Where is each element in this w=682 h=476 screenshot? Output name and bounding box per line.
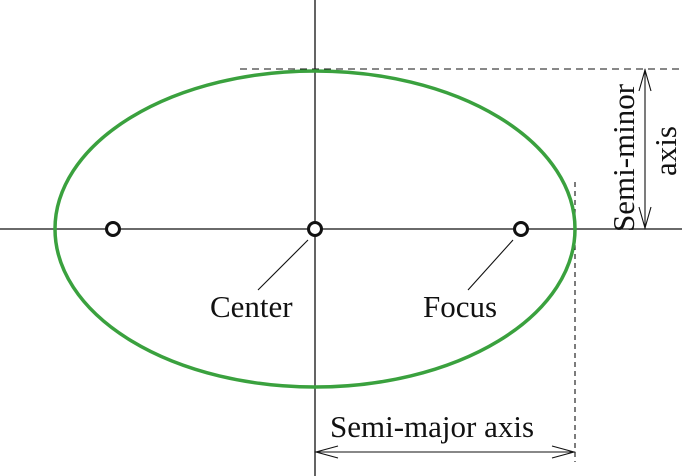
- semi-minor-arrow: [638, 67, 652, 231]
- center-leader-line: [257, 239, 309, 291]
- center-label: Center: [210, 289, 293, 324]
- ellipse-curve: [53, 69, 577, 389]
- semi-major-axis-label: Semi-major axis: [330, 409, 534, 444]
- semi-minor-axis-label-line2: axis: [648, 126, 682, 176]
- focus-label: Focus: [423, 289, 497, 324]
- right-focus-point: [513, 221, 529, 237]
- focus-leader-line: [467, 239, 514, 291]
- center-point: [307, 221, 323, 237]
- left-focus-point: [105, 221, 121, 237]
- semi-minor-axis-label-line1: Semi-minor: [606, 83, 641, 232]
- semi-major-arrow: [313, 445, 577, 459]
